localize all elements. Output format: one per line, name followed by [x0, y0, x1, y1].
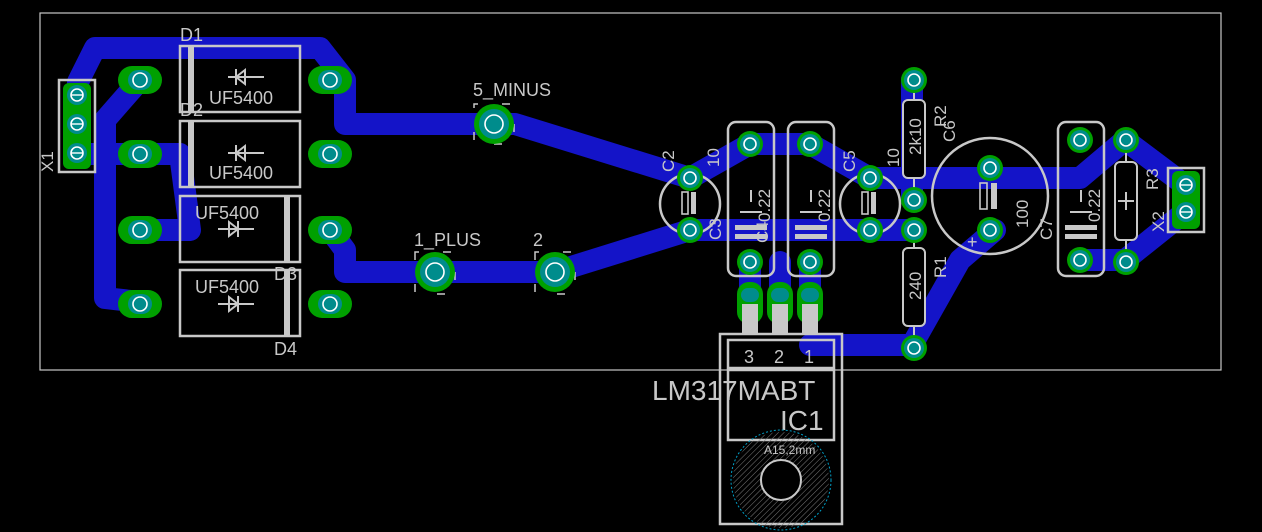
round-pad-5: [797, 131, 823, 157]
diode-pad-5: [118, 216, 162, 244]
ic1-leg-2: [767, 282, 793, 334]
x2-label: X2: [1149, 211, 1168, 232]
d2-label: D2: [180, 100, 203, 120]
capacitor-c3: C3 0.22: [706, 120, 776, 278]
capacitor-c7: C7 0.22: [1037, 120, 1106, 278]
resistor-r1: 240 R1: [902, 230, 950, 348]
regulator-ic1: 3 2 1 LM317MABT IC1 A15,2mm: [652, 332, 844, 531]
diode-pad-4: [308, 140, 352, 168]
round-pad-2: [677, 217, 703, 243]
pad-1-plus: 1_PLUS: [414, 230, 481, 295]
x2-outline: [1166, 166, 1206, 234]
pad-2-label: 2: [533, 230, 543, 250]
c5-label: C5: [840, 150, 859, 172]
c5-value: 10: [884, 148, 903, 167]
trace-minus: [67, 37, 504, 135]
ic1-hole-label: A15,2mm: [764, 443, 815, 457]
trace-adj: [799, 219, 1006, 356]
round-pad-12: [901, 335, 927, 361]
round-pad-8: [857, 217, 883, 243]
ic1-leg-3: [737, 282, 763, 334]
trace-ground: [482, 113, 1136, 189]
ic1-pin3: 3: [744, 347, 754, 367]
d1-value: UF5400: [209, 88, 273, 108]
c4-label: C4: [753, 221, 772, 243]
resistor-r2: 2k10 R2: [902, 80, 950, 200]
round-pad-9: [901, 67, 927, 93]
x1-screw-1: [67, 85, 87, 105]
round-pad-6: [797, 249, 823, 275]
diode-d4: UF5400 D4: [178, 268, 302, 359]
round-pad-4: [737, 249, 763, 275]
diode-pad-2: [308, 66, 352, 94]
ic1-pin-box: [726, 338, 836, 370]
round-pad-11: [901, 217, 927, 243]
x1-screw-2: [67, 114, 87, 134]
resistor-r3: R3: [1114, 140, 1162, 262]
connector-x2: X2: [1149, 166, 1206, 234]
x2-screw-2: [1176, 202, 1196, 222]
pad-2: 2: [533, 230, 576, 295]
c6-label: C6: [940, 120, 959, 142]
c4-value: 0.22: [815, 189, 834, 222]
board-outline: [39, 12, 1222, 371]
c2-label: C2: [659, 150, 678, 172]
ic1-mounting-hole: [760, 459, 802, 501]
x1-label: X1: [38, 151, 57, 172]
ic1-pin2: 2: [774, 347, 784, 367]
c2-value: 10: [704, 148, 723, 167]
d2-value: UF5400: [209, 163, 273, 183]
c6-plus-sign: +: [967, 232, 978, 252]
diode-d2: D2 UF5400: [178, 100, 302, 189]
pad-5-minus-label: 5_MINUS: [473, 80, 551, 101]
diode-d1: D1 UF5400: [178, 25, 302, 114]
c3-label: C3: [706, 218, 725, 240]
ic1-mounting-area: [730, 429, 832, 531]
r3-label: R3: [1143, 168, 1162, 190]
r2-label: R2: [931, 105, 950, 127]
x2-screw-1: [1176, 175, 1196, 195]
connector-x1: X1: [38, 78, 97, 174]
round-pad-10: [901, 187, 927, 213]
round-pad-3: [737, 131, 763, 157]
round-pad-18: [1113, 249, 1139, 275]
diode-pad-7: [118, 290, 162, 318]
capacitor-c4: C4 0.22: [753, 120, 836, 278]
round-pad-13: [977, 155, 1003, 181]
c7-value: 0.22: [1085, 189, 1104, 222]
pad-1-plus-label: 1_PLUS: [414, 230, 481, 251]
diode-pad-6: [308, 216, 352, 244]
pad-5-minus: 5_MINUS: [473, 80, 551, 145]
round-pad-16: [1067, 247, 1093, 273]
ic1-label: IC1: [780, 405, 824, 436]
ic1-value: LM317MABT: [652, 375, 815, 406]
r2-value: 2k10: [906, 118, 925, 155]
component-pads: [677, 67, 1139, 361]
c6-value: 100: [1013, 200, 1032, 228]
c3-value: 0.22: [755, 189, 774, 222]
diode-pads: [118, 66, 352, 318]
diode-pad-8: [308, 290, 352, 318]
ic1-leg-1: [797, 282, 823, 334]
d1-label: D1: [180, 25, 203, 45]
r1-value: 240: [906, 272, 925, 300]
d3-value: UF5400: [195, 203, 259, 223]
capacitor-c6: + 100 C6: [930, 120, 1050, 256]
x1-screw-3: [67, 143, 87, 163]
round-pad-7: [857, 165, 883, 191]
d4-label: D4: [274, 339, 297, 359]
c7-label: C7: [1037, 218, 1056, 240]
round-pad-14: [977, 217, 1003, 243]
ic1-pin1: 1: [804, 347, 814, 367]
diode-pad-1: [118, 66, 162, 94]
r1-label: R1: [931, 256, 950, 278]
d4-value: UF5400: [195, 277, 259, 297]
round-pad-15: [1067, 127, 1093, 153]
round-pad-17: [1113, 127, 1139, 153]
round-pad-1: [677, 165, 703, 191]
diode-pad-3: [118, 140, 162, 168]
x1-outline: [57, 78, 97, 174]
